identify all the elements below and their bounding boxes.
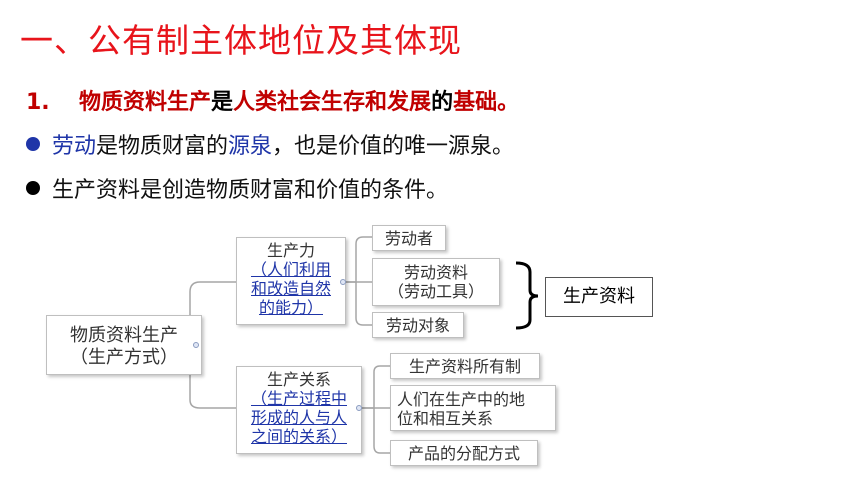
node-label: 物质资料生产 [70, 325, 178, 346]
node-title: 生产关系 [266, 370, 331, 389]
page-title: 一、公有制主体地位及其体现 [20, 21, 462, 60]
node-note: 的能力） [258, 298, 323, 317]
node-object-of-labor: 劳动对象 [372, 312, 464, 338]
point-term-production: 物质资料生产 [79, 90, 212, 115]
node-label: 生产资料所有制 [408, 357, 521, 376]
node-label: 劳动对象 [385, 316, 450, 335]
bullet-text: ，也是价值的唯一源泉。 [272, 134, 515, 159]
means-of-production-label: 生产资料 [563, 286, 635, 307]
node-label: 产品的分配方式 [407, 444, 520, 463]
bullet-text: 是物质财富的 [96, 134, 229, 159]
node-material-production: 物质资料生产 （生产方式） [46, 315, 202, 375]
point-one: 1. 物质资料生产是人类社会生存和发展的基础。 [26, 84, 519, 116]
node-label: （生产方式） [70, 347, 178, 368]
point-term-society: 人类社会生存和发展 [233, 90, 432, 115]
node-ownership: 生产资料所有制 [390, 353, 540, 379]
node-label: 人们在生产中的地 [397, 390, 526, 409]
node-label: （劳动工具） [387, 282, 484, 301]
node-note: 和改造自然 [250, 279, 331, 298]
point-term-foundation: 基础。 [453, 90, 520, 115]
point-connector-is: 是 [211, 90, 234, 115]
point-connector-of: 的 [431, 90, 454, 115]
node-title: 生产力 [266, 241, 315, 260]
bullet-labor: 劳动是物质财富的源泉，也是价值的唯一源泉。 [26, 128, 514, 160]
collapse-toggle-icon[interactable] [340, 279, 346, 285]
collapse-toggle-icon[interactable] [193, 342, 199, 348]
means-of-production-box: 生产资料 [545, 277, 653, 317]
bullet-highlight-source: 源泉 [228, 134, 273, 159]
bullet-means: 生产资料是创造物质财富和价值的条件。 [26, 172, 448, 204]
collapse-toggle-icon[interactable] [356, 405, 362, 411]
bullet-dot-icon [26, 181, 40, 195]
bullet-highlight-labor: 劳动 [52, 134, 97, 159]
node-productive-forces: 生产力 （人们利用 和改造自然 的能力） [236, 237, 346, 325]
node-note: 之间的关系） [250, 427, 347, 446]
node-positions-relations: 人们在生产中的地 位和相互关系 [390, 385, 556, 431]
node-note: （人们利用 [250, 260, 331, 279]
node-distribution: 产品的分配方式 [390, 440, 538, 466]
node-label: 劳动资料 [403, 263, 468, 282]
bullet-text: 生产资料是创造物质财富和价值的条件。 [52, 178, 449, 203]
node-label: 位和相互关系 [397, 409, 494, 428]
bullet-dot-icon [26, 137, 40, 151]
node-note: （生产过程中 [250, 389, 347, 408]
node-means-of-labor: 劳动资料 （劳动工具） [372, 258, 500, 306]
node-note: 形成的人与人 [250, 408, 347, 427]
node-label: 劳动者 [384, 229, 433, 248]
node-laborer: 劳动者 [372, 225, 446, 251]
point-number: 1. [26, 90, 50, 115]
node-production-relations: 生产关系 （生产过程中 形成的人与人 之间的关系） [236, 366, 362, 454]
